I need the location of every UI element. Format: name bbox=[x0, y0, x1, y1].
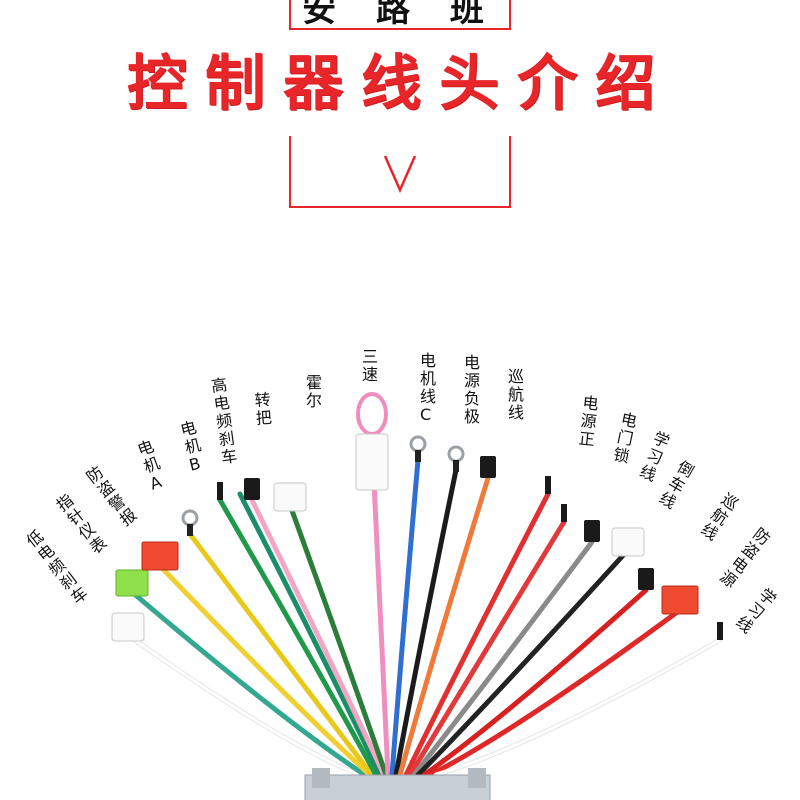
ring-terminal-sleeve bbox=[453, 460, 459, 472]
wire-label: 三速 bbox=[362, 347, 378, 384]
wire-label: 电源正 bbox=[578, 393, 600, 449]
wire-label: 防盗警报 bbox=[83, 462, 141, 529]
pin-terminal bbox=[561, 504, 567, 522]
wire bbox=[217, 497, 379, 778]
connector-white bbox=[355, 433, 389, 491]
wire-highlight bbox=[127, 633, 361, 777]
speed-loop bbox=[356, 392, 388, 436]
wire bbox=[369, 437, 391, 778]
connector-white bbox=[273, 482, 307, 512]
wire bbox=[287, 502, 389, 778]
connector-red bbox=[141, 541, 179, 571]
connector-black bbox=[480, 456, 496, 478]
controller-bracket bbox=[468, 768, 486, 788]
wire bbox=[237, 491, 383, 778]
wire-label: 巡航线 bbox=[508, 367, 524, 422]
wire-label: 电机A bbox=[135, 436, 169, 493]
title-frame-bottom bbox=[289, 136, 511, 208]
wire bbox=[407, 519, 567, 778]
connector-red bbox=[661, 585, 699, 615]
wire-label: 电机B bbox=[178, 418, 207, 475]
brand-name: 安 路 班 bbox=[302, 0, 498, 30]
ring-terminal bbox=[181, 509, 199, 527]
wire-label: 指针仪表 bbox=[53, 490, 111, 557]
wire bbox=[187, 531, 375, 778]
wire-label: 电门锁 bbox=[612, 409, 639, 466]
wire bbox=[411, 539, 595, 778]
wire bbox=[415, 547, 631, 778]
wire-label: 巡航线 bbox=[698, 490, 742, 545]
wire bbox=[389, 457, 421, 778]
pin-terminal bbox=[717, 622, 723, 640]
wire-highlight bbox=[435, 638, 721, 777]
title-frame-top bbox=[289, 0, 511, 30]
chevron-down-icon bbox=[383, 155, 417, 194]
wire bbox=[129, 589, 368, 778]
wire bbox=[421, 587, 649, 778]
wire bbox=[393, 467, 459, 778]
wire-label: 电源负极 bbox=[464, 353, 480, 426]
ring-terminal-sleeve bbox=[415, 450, 421, 462]
wire-label: 霍尔 bbox=[306, 373, 322, 410]
ring-terminal bbox=[447, 445, 465, 463]
connector-green bbox=[115, 569, 149, 597]
wire-label: 学习线 bbox=[732, 585, 780, 637]
connector-black bbox=[638, 568, 654, 590]
connector-black bbox=[584, 520, 600, 542]
controller-bracket bbox=[312, 768, 330, 788]
connector-white bbox=[611, 527, 645, 557]
connector-black bbox=[244, 478, 260, 500]
wire bbox=[427, 607, 683, 778]
wire bbox=[397, 475, 491, 778]
wire bbox=[157, 563, 373, 778]
ring-terminal-sleeve bbox=[187, 524, 193, 536]
wire-label: 倒车线 bbox=[656, 457, 697, 513]
wire bbox=[403, 491, 551, 778]
wire-label: 低电频刹车 bbox=[23, 526, 92, 608]
connector-white bbox=[111, 612, 145, 642]
controller-housing bbox=[304, 774, 491, 800]
wire-label: 学习线 bbox=[637, 428, 672, 485]
pin-terminal bbox=[545, 476, 551, 494]
page-title: 控制器线头介绍 bbox=[127, 49, 673, 119]
wire bbox=[249, 497, 387, 778]
ring-terminal bbox=[409, 435, 427, 453]
wire-label: 防盗电源 bbox=[716, 524, 774, 591]
wire-label: 高电频刹车 bbox=[210, 375, 239, 467]
wire-label: 转把 bbox=[254, 390, 273, 428]
pin-terminal bbox=[217, 482, 223, 500]
